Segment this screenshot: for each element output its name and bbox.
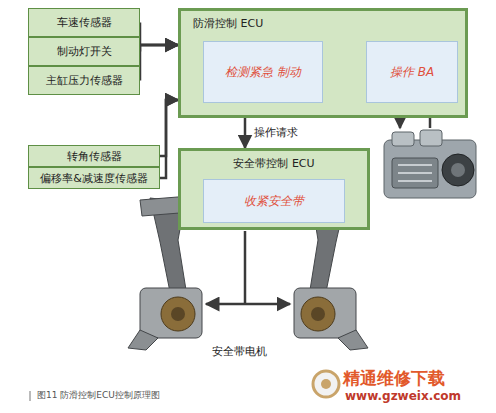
valve-block [392, 158, 438, 188]
watermark-logo [313, 371, 339, 397]
ba-actuator [384, 130, 476, 198]
node-text: 防滑控制 ECU [193, 16, 263, 31]
sensor-box: 主缸压力传感器 [28, 66, 140, 95]
retractor-body [294, 288, 356, 338]
belt-motor-hub [171, 307, 185, 321]
motor-arrow [206, 303, 245, 306]
node-text: 主缸压力传感器 [46, 73, 123, 88]
watermark: 精通维修下载 [343, 367, 445, 390]
signal-arrow [140, 45, 178, 81]
belt-motor-hub [311, 307, 325, 321]
signal-arrow [160, 100, 178, 178]
node-text: 安全带控制 ECU [233, 156, 314, 171]
node-text: 检测紧急 制动 [225, 64, 301, 81]
ecu-box: 防滑控制 ECU 检测紧急 制动 操作 BA [178, 8, 468, 118]
actuator-body [384, 140, 476, 198]
function-box: 检测紧急 制动 [203, 41, 323, 103]
node-text: 车速传感器 [57, 15, 112, 30]
function-box: 收紧安全带 [203, 179, 345, 223]
belt-motor [301, 297, 335, 331]
sensor-box: 制动灯开关 [28, 37, 140, 66]
caption-bar [30, 391, 31, 401]
function-box: 操作 BA [366, 41, 458, 103]
node-text: 操作 BA [390, 64, 434, 81]
pump-motor [442, 154, 474, 186]
sensor-box: 偏移率&减速度传感器 [28, 167, 160, 189]
node-text: 收紧安全带 [244, 193, 304, 210]
node-text: 制动灯开关 [57, 44, 112, 59]
valve-detail [398, 164, 432, 166]
pump-motor-cap [451, 163, 465, 177]
signal-arrow [244, 118, 247, 148]
belt-motor [161, 297, 195, 331]
sensor-box: 转角传感器 [28, 145, 160, 167]
retractor-bracket [338, 330, 368, 350]
watermark-logo-hub [321, 379, 331, 389]
retractor-bracket [128, 330, 158, 350]
figure-caption: 图11 防滑控制ECU控制原理图 [37, 389, 160, 402]
signal-arrow [160, 100, 178, 156]
retractor-body [140, 288, 202, 338]
node-text: 转角传感器 [67, 149, 122, 164]
valve-detail [398, 180, 432, 182]
valve-detail [398, 172, 432, 174]
motor-feed-line [244, 231, 247, 304]
actuator-port [420, 130, 442, 146]
actuator-port [392, 132, 414, 146]
signal-arrow [140, 45, 178, 52]
edge-label: 操作请求 [254, 125, 298, 140]
part-label: 安全带电机 [212, 344, 267, 359]
signal-arrow [140, 23, 178, 46]
ecu-box: 安全带控制 ECU 收紧安全带 [178, 148, 370, 230]
sensor-box: 车速传感器 [28, 8, 140, 37]
motor-arrow [245, 303, 290, 306]
node-text: 偏移率&减速度传感器 [40, 171, 148, 186]
watermark: www.gzweix.com [345, 389, 461, 403]
